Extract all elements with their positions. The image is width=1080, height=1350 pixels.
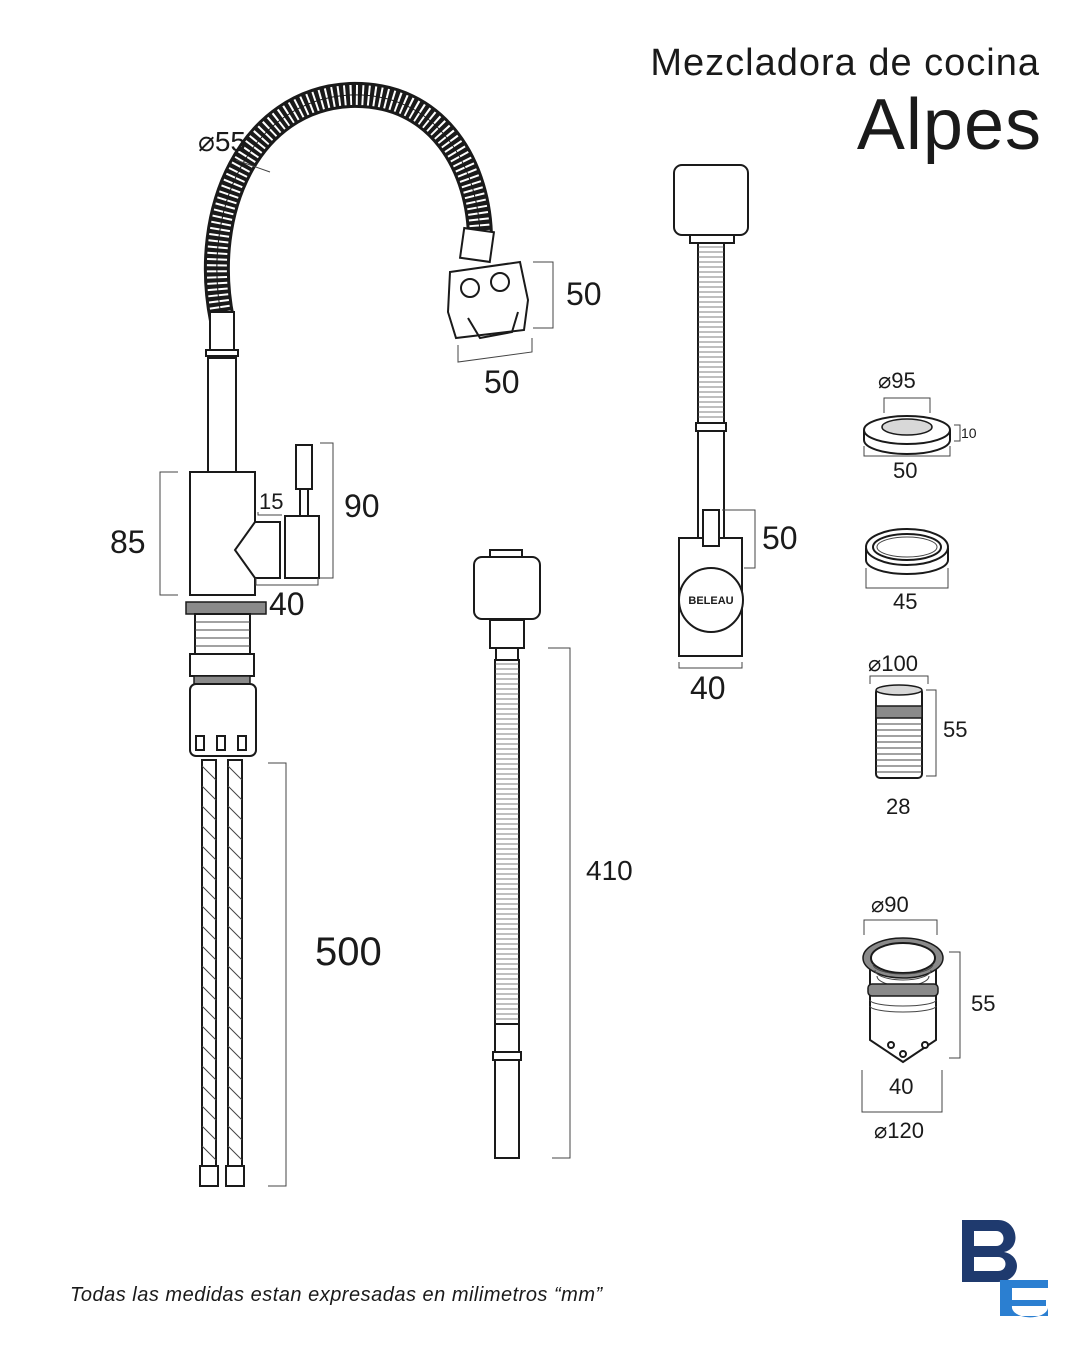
- dim-body-base-width: 40: [269, 586, 305, 622]
- dim-lever-offset: 15: [259, 489, 284, 514]
- rubber-washer: [865, 528, 949, 575]
- pullout-hose: [473, 549, 541, 1159]
- threaded-nut: [875, 684, 923, 779]
- product-subtitle: Mezcladora de cocina: [650, 42, 1040, 84]
- base-ring: [863, 415, 951, 455]
- dim-supply-hose-length: 500: [315, 930, 382, 974]
- gooseneck-hose: [203, 81, 493, 323]
- dim-nut2-width: 40: [889, 1074, 914, 1099]
- supply-hoses: [199, 759, 245, 1187]
- dim-nut-width: 28: [886, 794, 911, 819]
- mounting-nut: [862, 937, 944, 1064]
- brand-badge-text: BELEAU: [688, 595, 733, 607]
- spray-head: [446, 226, 530, 340]
- dim-side-base-width: 40: [690, 670, 726, 706]
- dim-hose-diameter: ⌀55: [198, 126, 247, 157]
- hose-ribs: [495, 663, 519, 1020]
- dim-nut-height: 55: [943, 717, 968, 742]
- dim-ring-thickness: 10: [961, 425, 977, 441]
- dim-spray-head-width: 50: [484, 364, 520, 400]
- product-title: Alpes: [856, 85, 1042, 165]
- spout-tube: [205, 311, 239, 474]
- threaded-shank: [185, 601, 267, 757]
- units-note: Todas las medidas estan expresadas en mi…: [70, 1284, 603, 1306]
- dim-nut2-height: 55: [971, 991, 996, 1016]
- dim-ring-width: 50: [893, 458, 918, 483]
- mixer-body: [189, 444, 320, 596]
- dim-spray-head-height: 50: [566, 276, 602, 312]
- dim-nut2-base-diameter: ⌀120: [874, 1118, 924, 1143]
- dim-nut-diameter: ⌀100: [868, 651, 918, 676]
- dim-ring-diameter: ⌀95: [878, 368, 916, 393]
- dim-side-hose-length: 410: [586, 855, 633, 886]
- dim-side-handle-height: 50: [762, 520, 798, 556]
- side-hose-ribs: [698, 246, 724, 418]
- dim-body-height: 85: [110, 524, 146, 560]
- dim-washer-width: 45: [893, 589, 918, 614]
- dim-lever-height: 90: [344, 488, 380, 524]
- dim-nut2-diameter: ⌀90: [871, 892, 909, 917]
- brand-logo: [962, 1220, 1048, 1318]
- side-view-faucet: BELEAU: [673, 164, 749, 657]
